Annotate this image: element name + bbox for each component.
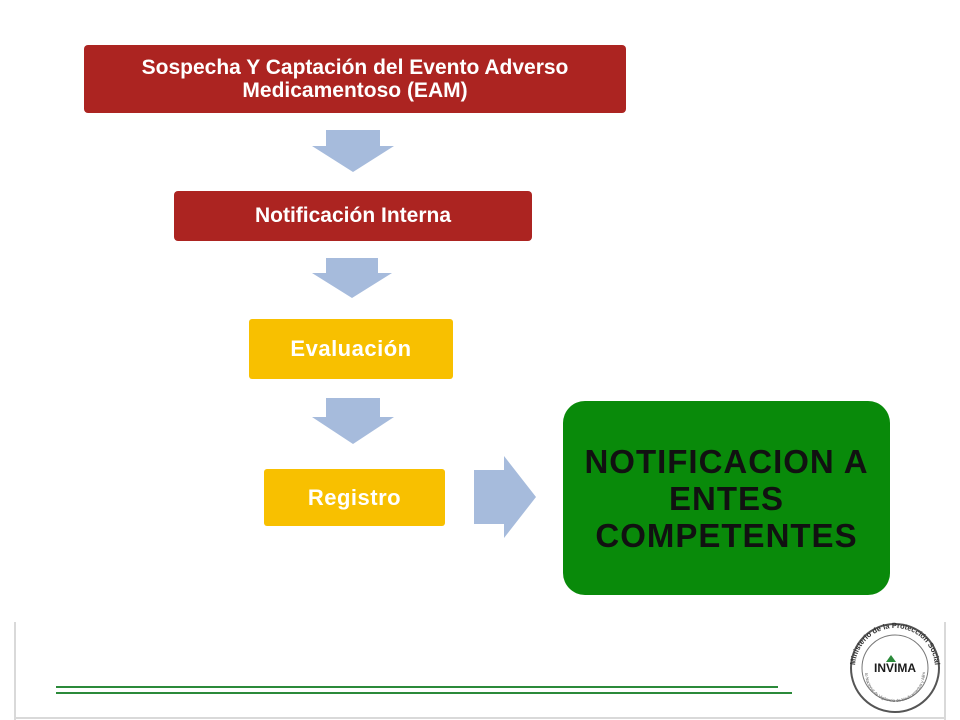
down-arrow-3-icon <box>312 398 394 444</box>
footer-frame-right <box>944 622 946 720</box>
step-suspicion-capture: Sospecha Y Captación del Evento Adverso … <box>84 45 626 113</box>
logo-brand-text: INVIMA <box>874 661 916 675</box>
result-notify-authorities: NOTIFICACION A ENTES COMPETENTES <box>563 401 890 595</box>
right-arrow-icon <box>474 456 536 538</box>
step-internal-notification: Notificación Interna <box>174 191 532 241</box>
footer-frame-left <box>14 622 16 720</box>
step-internal-notification-label: Notificación Interna <box>254 204 452 227</box>
footer-rule-top <box>56 686 778 688</box>
logo-mark-icon <box>886 655 896 662</box>
result-notify-authorities-label: NOTIFICACION A ENTES COMPETENTES <box>584 442 869 554</box>
step-evaluation: Evaluación <box>249 319 453 379</box>
down-arrow-2-icon <box>312 258 392 298</box>
step-registration: Registro <box>264 469 445 526</box>
step-suspicion-capture-label: Sospecha Y Captación del Evento Adverso … <box>141 56 569 102</box>
footer-rule-bottom <box>56 692 792 694</box>
down-arrow-1-icon <box>312 130 394 172</box>
step-registration-label: Registro <box>307 484 402 510</box>
invima-seal-logo: Ministerio de la Protección Social Insti… <box>846 622 942 713</box>
footer-frame-bottom <box>14 717 946 719</box>
step-evaluation-label: Evaluación <box>290 336 412 361</box>
